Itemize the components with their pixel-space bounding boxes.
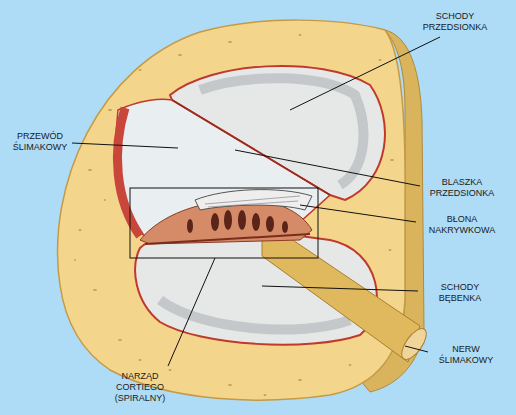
part-label: BLASZKA PRZEDSIONKA (430, 177, 495, 199)
bone-pores (74, 34, 394, 396)
hair-cells (187, 210, 288, 233)
detail-frame (130, 188, 318, 258)
stria-vascularis (117, 108, 140, 236)
part-label: NARZĄD CORTIEGO (SPIRALNY) (115, 371, 166, 404)
cochlear-nerve (262, 230, 420, 362)
part-label: NERW ŚLIMAKOWY (439, 344, 494, 366)
leader-lines (72, 37, 440, 366)
part-label: PRZEWÓD ŚLIMAKOWY (13, 131, 68, 153)
membrane-stripes (205, 196, 300, 207)
part-label: SCHODY PRZEDSIONKA (423, 11, 488, 33)
vestibular-membrane (172, 100, 330, 195)
tectorial-membrane (195, 190, 312, 210)
part-label: SCHODY BĘBENKA (439, 282, 482, 304)
basilar-membrane (145, 234, 310, 244)
nerve-cut (397, 325, 431, 364)
part-label: BŁONA NAKRYWKOWA (429, 214, 496, 236)
bone (58, 20, 406, 400)
cavity-shade (160, 300, 350, 330)
